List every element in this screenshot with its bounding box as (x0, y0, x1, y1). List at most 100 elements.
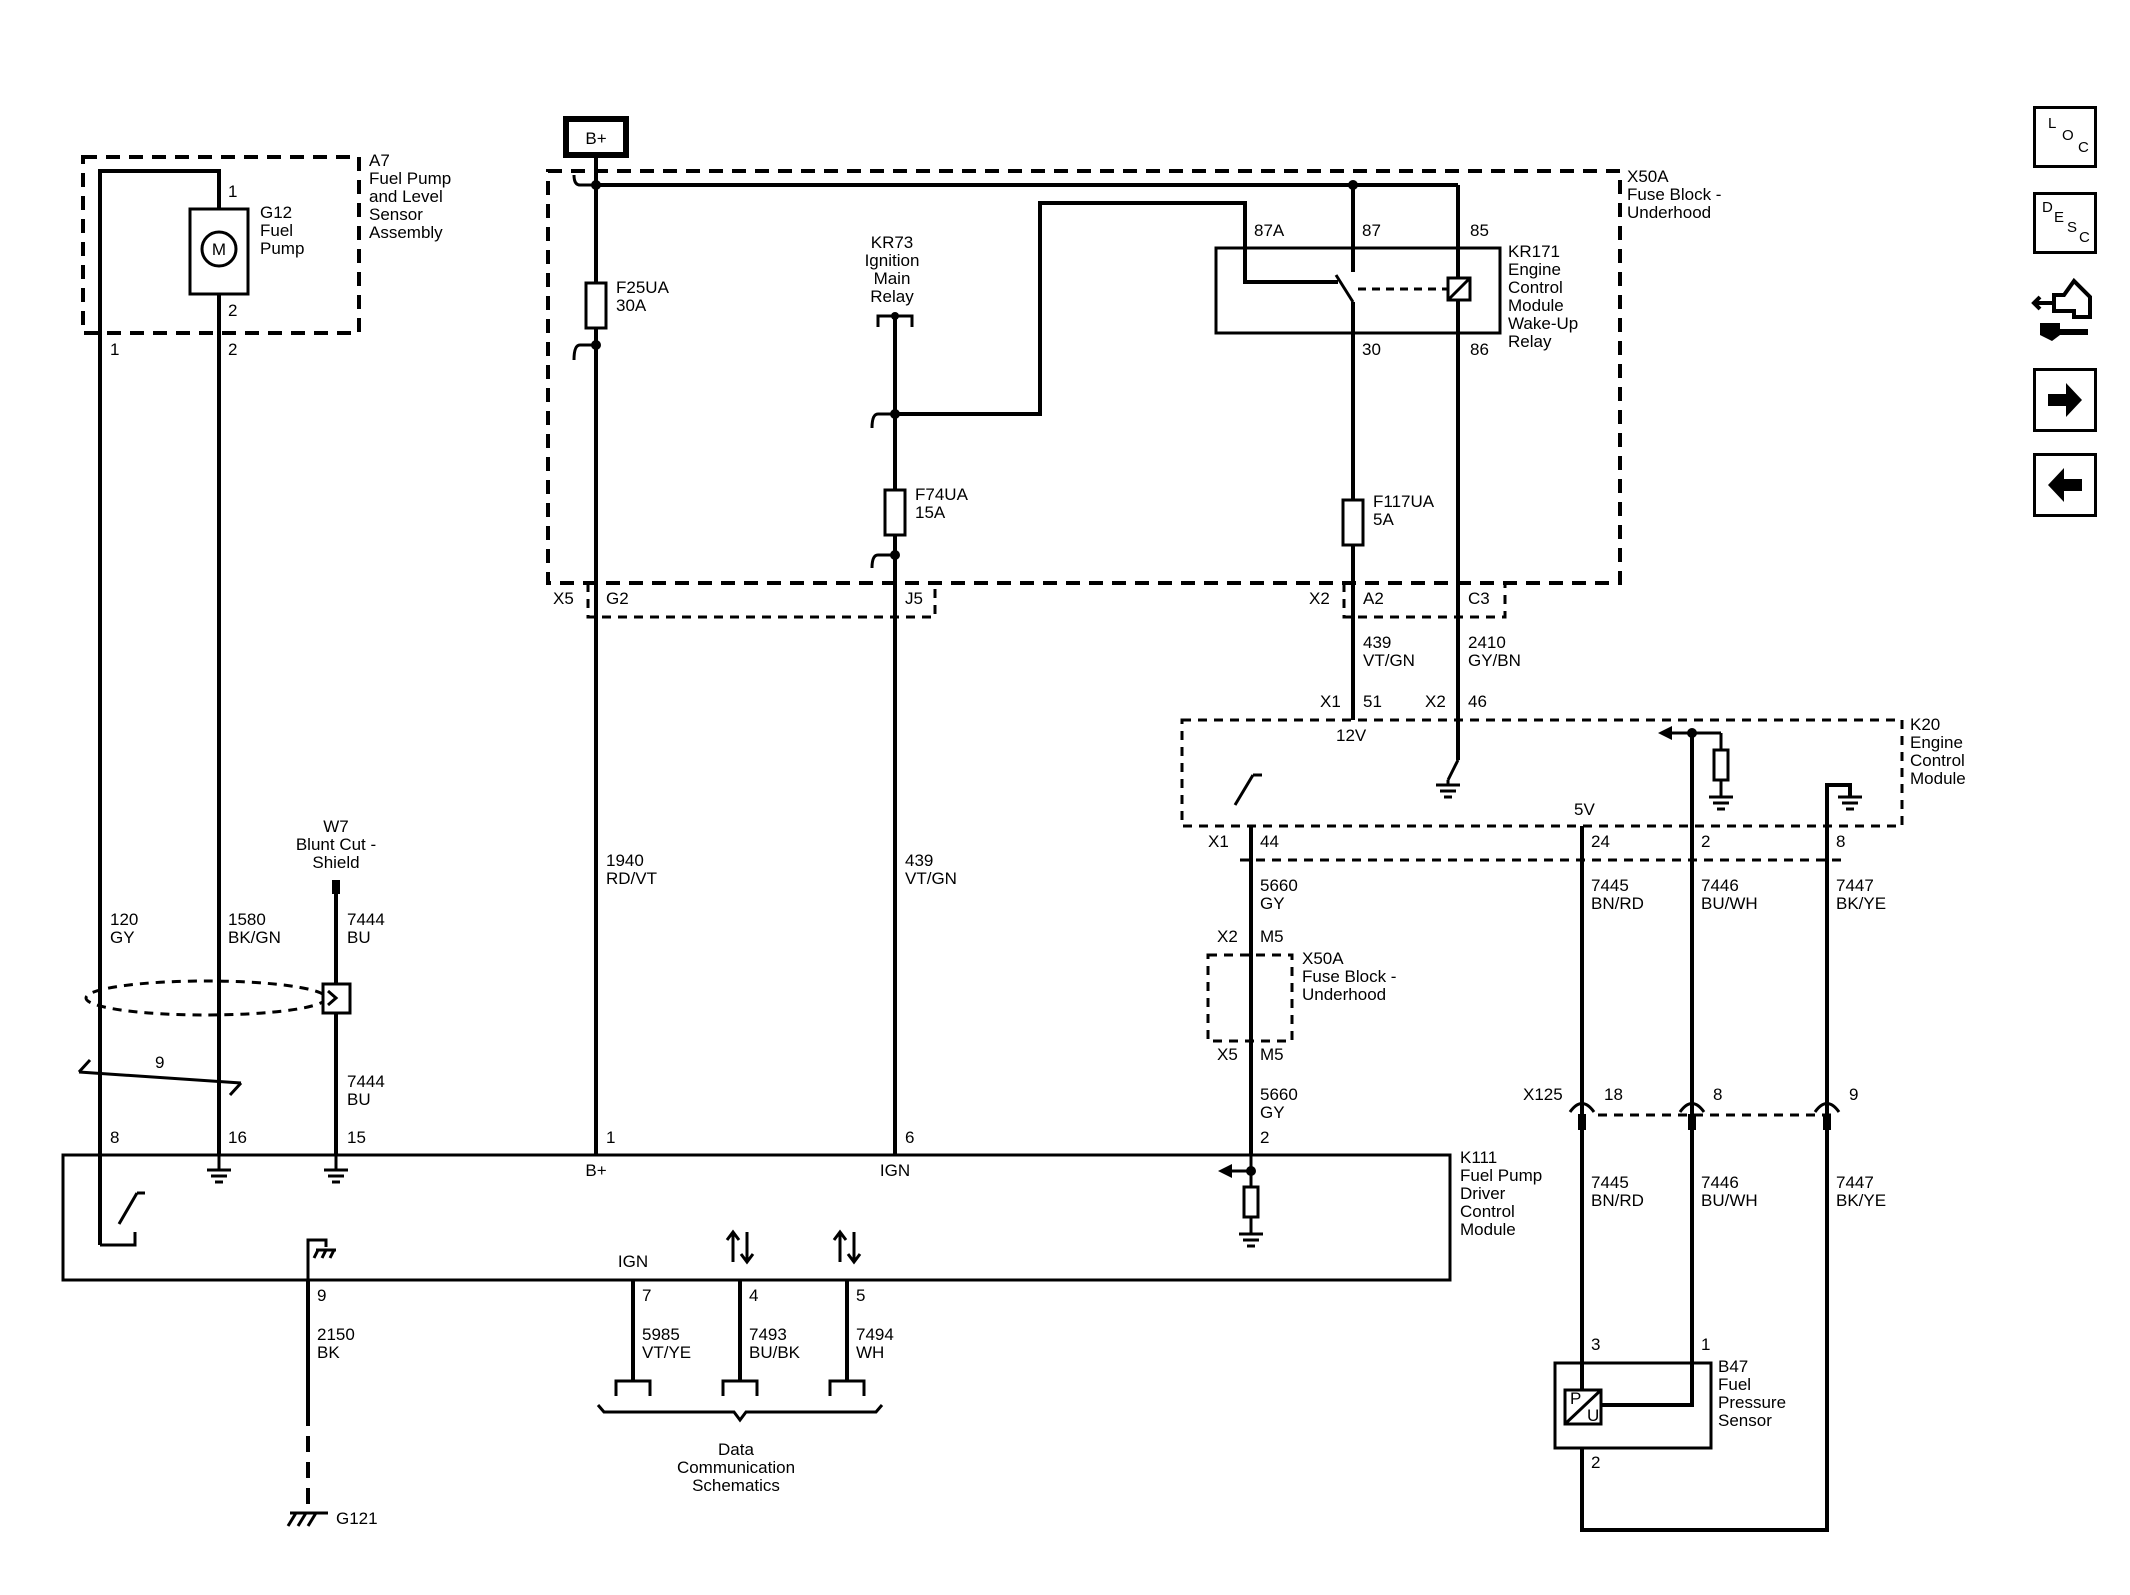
k20-pullup-resistor (1712, 748, 1730, 782)
k111-pin2-arrow (1218, 1164, 1232, 1178)
w7-shield-top-stub (332, 880, 340, 894)
kr171-relay-box (1214, 246, 1502, 335)
desc-letter-d: D (2042, 199, 2053, 216)
k111-pin4: 4 (749, 1286, 758, 1305)
connector-x2-bracket (1342, 583, 1507, 619)
k111-pin16: 16 (228, 1128, 247, 1147)
k111-pump-switch-blade (117, 1192, 139, 1225)
m5a-label: M5 (1260, 927, 1284, 946)
connector-curl-f25ua (572, 343, 596, 361)
k111-ign-bottom: IGN (618, 1252, 648, 1271)
relay-30: 30 (1362, 340, 1381, 359)
relay-switch-blade (1334, 274, 1355, 303)
motor-symbol (200, 230, 238, 268)
wire-kr73-to-87a (895, 201, 1338, 416)
connector-curl-f74ua (870, 553, 895, 569)
twist-marker-end-a (77, 1058, 92, 1074)
diagnostic-connector-icon[interactable] (2030, 273, 2100, 343)
pin46-label: 46 (1468, 692, 1487, 711)
a7-pin1-bot: 1 (110, 340, 119, 359)
pin24-label: 24 (1591, 832, 1610, 851)
x50a-fuse-block-boundary (546, 169, 1622, 585)
x5-label: X5 (553, 589, 574, 608)
data-connector-5985 (614, 1379, 652, 1396)
x125-connector-pin-9 (1813, 1102, 1841, 1130)
right-arrow-icon (2048, 383, 2082, 417)
next-arrow-button[interactable] (2033, 368, 2097, 432)
pin44-label: 44 (1260, 832, 1279, 851)
data-connector-7494 (828, 1379, 866, 1396)
k111-pin9-ground-symbol (306, 1238, 328, 1280)
pin9-x125-label: 9 (1849, 1085, 1858, 1104)
k111-pin7: 7 (642, 1286, 651, 1305)
previous-arrow-button[interactable] (2033, 453, 2097, 517)
x1-51-label: X1 (1320, 692, 1341, 711)
k111-pin2: 2 (1260, 1128, 1269, 1147)
k111-pin2-resistor (1242, 1185, 1260, 1219)
twist-count: 9 (155, 1053, 164, 1072)
desc-letter-c: C (2079, 229, 2090, 246)
k111-pump-driver-switch (100, 1232, 137, 1247)
a7-pin2-bot: 2 (228, 340, 237, 359)
wire-120-gy (98, 169, 221, 1245)
pin18-label: 18 (1604, 1085, 1623, 1104)
k111-pin6: 6 (905, 1128, 914, 1147)
connector-curl-bus (572, 174, 596, 187)
loc-letter-l: L (2048, 115, 2057, 132)
relay-86: 86 (1470, 340, 1489, 359)
g12-fuel-pump-box (188, 207, 250, 296)
battery-positive-label: B+ (585, 129, 606, 148)
k111-ign: IGN (880, 1161, 910, 1180)
twist-marker-end-b (228, 1081, 243, 1097)
k20-driver-switch (1233, 774, 1255, 806)
f25ua-fuse (584, 281, 608, 330)
b47-pin1: 1 (1701, 1335, 1710, 1354)
a7-assembly-boundary (81, 155, 361, 335)
wire-7447-bk-ye (1825, 783, 1852, 1120)
c3-label: C3 (1468, 589, 1490, 608)
k20-pullup-ground (1709, 795, 1733, 811)
k20-wakeup-switch (1446, 759, 1460, 781)
relay-87: 87 (1362, 221, 1381, 240)
k20-lowref-ground (1838, 795, 1862, 811)
k111-ground-pin15 (324, 1168, 348, 1184)
a7-pin2-top: 2 (228, 301, 237, 320)
data-arrow-7494 (832, 1229, 862, 1265)
desc-button[interactable]: D E S C (2033, 192, 2097, 254)
pin8-k20-label: 8 (1836, 832, 1845, 851)
x125-connector-pin-18 (1568, 1102, 1596, 1130)
k111-pin9-chassis-marks (312, 1248, 336, 1259)
b47-element-diag (1563, 1388, 1603, 1426)
k111-pin9: 9 (317, 1286, 326, 1305)
loc-letter-c: C (2078, 139, 2089, 156)
b47-pin3: 3 (1591, 1335, 1600, 1354)
connector-curl-kr73 (870, 412, 895, 429)
a2-label: A2 (1363, 589, 1384, 608)
v12-label: 12V (1336, 726, 1367, 745)
loc-button[interactable]: L O C (2033, 106, 2097, 168)
k20-ecm-boundary (1180, 718, 1904, 828)
